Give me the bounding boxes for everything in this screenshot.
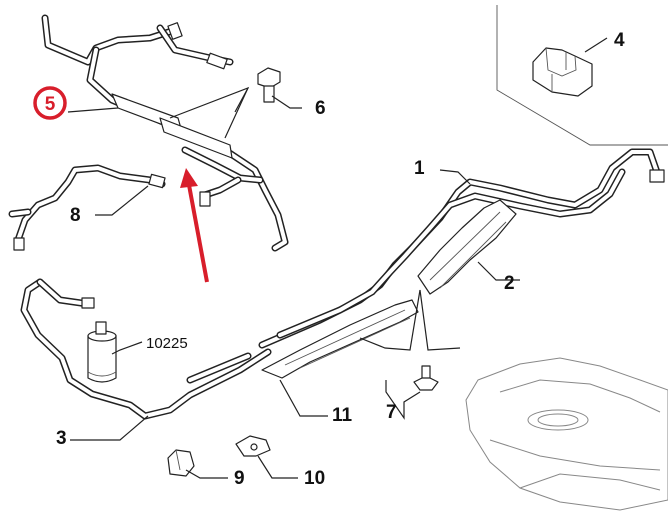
callout-6-label[interactable]: 6 xyxy=(315,98,326,119)
inset-box-part-4 xyxy=(496,5,668,146)
part-10-bracket[interactable] xyxy=(235,435,271,457)
part-1-fuel-line[interactable] xyxy=(258,148,665,349)
callout-5-badge[interactable]: 5 xyxy=(33,86,67,120)
callout-7-label[interactable]: 7 xyxy=(386,402,397,423)
callout-2-label[interactable]: 2 xyxy=(504,273,515,294)
callout-1-label[interactable]: 1 xyxy=(414,158,425,179)
part-7-clip[interactable] xyxy=(413,365,439,391)
fuel-tank-outline xyxy=(465,357,668,511)
callout-9-label[interactable]: 9 xyxy=(234,468,245,489)
part-11-bracket[interactable] xyxy=(261,299,419,379)
callout-3-label[interactable]: 3 xyxy=(56,428,67,449)
part-9-clip[interactable] xyxy=(167,449,195,477)
part-2-bracket[interactable] xyxy=(417,199,517,295)
part-8-hose[interactable] xyxy=(8,164,166,251)
part-10225-fuel-filter[interactable] xyxy=(87,321,117,383)
callout-10-label[interactable]: 10 xyxy=(304,468,325,489)
callout-10225-label[interactable]: 10225 xyxy=(146,335,188,352)
leader-lines xyxy=(67,37,608,479)
callout-5-label: 5 xyxy=(45,94,56,115)
callout-4-label[interactable]: 4 xyxy=(614,30,625,51)
part-3-fuel-line[interactable] xyxy=(20,278,272,420)
part-6-bolt[interactable] xyxy=(257,67,281,103)
highlight-arrow xyxy=(180,168,209,283)
part-4-clip[interactable] xyxy=(532,47,593,97)
callout-8-label[interactable]: 8 xyxy=(70,205,81,226)
part-5-fuel-line-assembly[interactable] xyxy=(41,14,289,252)
callout-11-label[interactable]: 11 xyxy=(332,405,353,426)
